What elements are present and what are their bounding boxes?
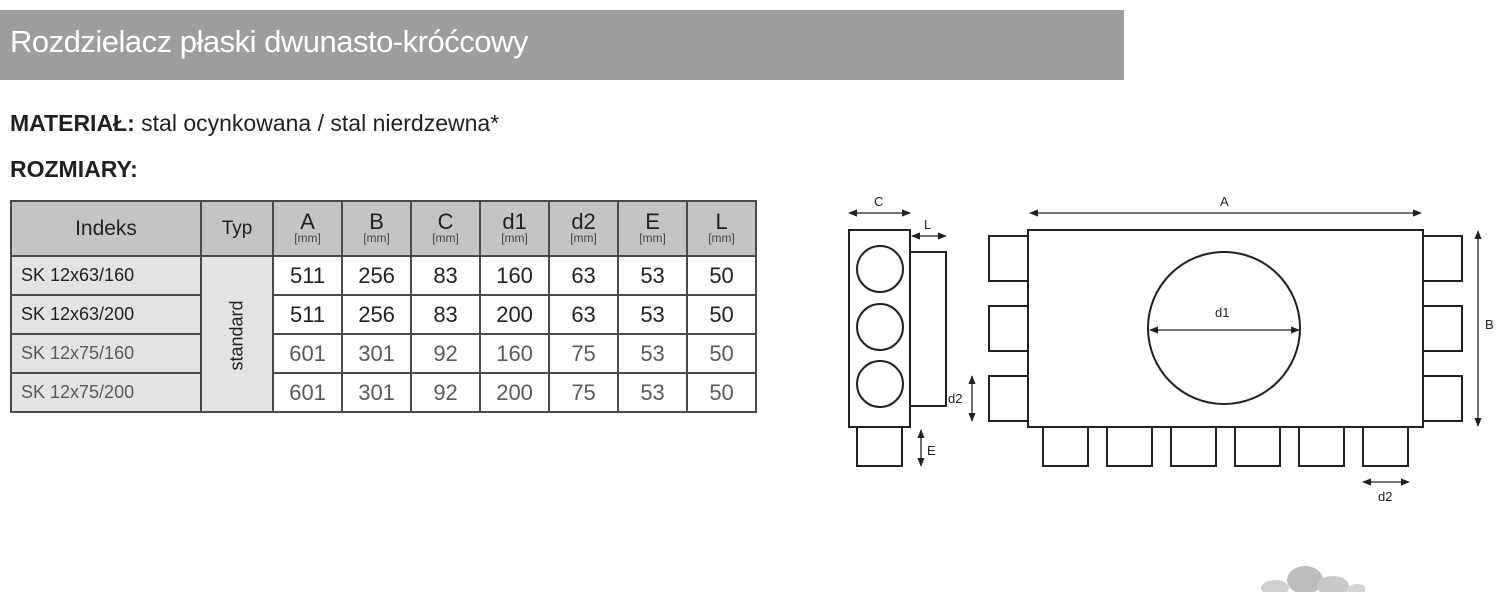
title-bar: Rozdzielacz płaski dwunasto-króćcowy <box>0 10 1124 80</box>
cell-c: 92 <box>410 372 482 413</box>
cell-l: 50 <box>686 255 758 296</box>
stub-right <box>1422 305 1463 352</box>
cell-d2: 75 <box>548 372 620 413</box>
cell-e: 53 <box>617 372 689 413</box>
cell-l: 50 <box>686 333 758 374</box>
cell-e: 53 <box>617 255 689 296</box>
stub-left <box>988 375 1029 422</box>
stub-bottom <box>1042 426 1089 467</box>
label-c: C <box>874 194 883 209</box>
stub-bottom <box>1170 426 1217 467</box>
stub-left <box>988 235 1029 282</box>
cell-c: 83 <box>410 294 482 335</box>
label-e: E <box>927 443 936 458</box>
cell-l: 50 <box>686 294 758 335</box>
side-view-bottom-stub <box>856 426 903 467</box>
side-view-port <box>856 360 904 408</box>
stub-right <box>1422 375 1463 422</box>
header-type: Typ <box>199 200 275 257</box>
top-view-main-outlet <box>1147 251 1301 405</box>
cell-c: 83 <box>410 255 482 296</box>
label-l: L <box>924 217 931 232</box>
cell-d2: 63 <box>548 255 620 296</box>
stub-bottom <box>1362 426 1409 467</box>
cell-d1: 160 <box>479 255 551 296</box>
cell-index: SK 12x75/200 <box>10 372 202 413</box>
cell-e: 53 <box>617 333 689 374</box>
table-row: SK 12x75/160 601 301 92 160 75 53 50 <box>10 333 758 374</box>
table-header-row: Indeks Typ A[mm] B[mm] C[mm] d1[mm] d2[m… <box>10 200 758 257</box>
header-a: A[mm] <box>272 200 344 257</box>
cell-type: standard <box>199 255 275 413</box>
cell-a: 511 <box>272 255 344 296</box>
header-d2: d2[mm] <box>548 200 620 257</box>
dimensions-table: Indeks Typ A[mm] B[mm] C[mm] d1[mm] d2[m… <box>10 200 758 413</box>
header-d1: d1[mm] <box>479 200 551 257</box>
cell-b: 256 <box>341 294 413 335</box>
stub-right <box>1422 235 1463 282</box>
cell-d1: 160 <box>479 333 551 374</box>
material-value: stal ocynkowana / stal nierdzewna* <box>141 110 500 136</box>
product-photo-fragment <box>1261 566 1365 592</box>
stub-bottom <box>1298 426 1345 467</box>
material-label: MATERIAŁ: <box>10 110 135 136</box>
cell-a: 601 <box>272 372 344 413</box>
side-view-collar <box>909 251 947 407</box>
material-line: MATERIAŁ: stal ocynkowana / stal nierdze… <box>10 110 499 137</box>
top-view-body <box>1027 229 1424 428</box>
table-row: SK 12x63/200 511 256 83 200 63 53 50 <box>10 294 758 335</box>
stub-bottom <box>1234 426 1281 467</box>
page-title: Rozdzielacz płaski dwunasto-króćcowy <box>10 24 528 59</box>
cell-b: 256 <box>341 255 413 296</box>
side-view-port <box>856 303 904 351</box>
label-d2-side: d2 <box>948 391 962 406</box>
stub-bottom <box>1106 426 1153 467</box>
header-e: E[mm] <box>617 200 689 257</box>
cell-b: 301 <box>341 333 413 374</box>
cell-index: SK 12x63/200 <box>10 294 202 335</box>
label-a: A <box>1220 194 1229 209</box>
header-c: C[mm] <box>410 200 482 257</box>
cell-d1: 200 <box>479 294 551 335</box>
sizes-heading: ROZMIARY: <box>10 156 138 182</box>
cell-index: SK 12x75/160 <box>10 333 202 374</box>
cell-a: 511 <box>272 294 344 335</box>
cell-a: 601 <box>272 333 344 374</box>
cell-d1: 200 <box>479 372 551 413</box>
cell-c: 92 <box>410 333 482 374</box>
label-d2-bottom: d2 <box>1378 489 1392 504</box>
cell-d2: 63 <box>548 294 620 335</box>
stub-left <box>988 305 1029 352</box>
cell-b: 301 <box>341 372 413 413</box>
label-d1: d1 <box>1215 305 1229 320</box>
cell-index: SK 12x63/160 <box>10 255 202 296</box>
cell-l: 50 <box>686 372 758 413</box>
header-l: L[mm] <box>686 200 758 257</box>
header-b: B[mm] <box>341 200 413 257</box>
table-row: SK 12x75/200 601 301 92 200 75 53 50 <box>10 372 758 413</box>
label-b: B <box>1485 317 1494 332</box>
table-row: SK 12x63/160 standard 511 256 83 160 63 … <box>10 255 758 413</box>
cell-e: 53 <box>617 294 689 335</box>
side-view-port <box>856 245 904 293</box>
header-index: Indeks <box>10 200 202 257</box>
cell-d2: 75 <box>548 333 620 374</box>
